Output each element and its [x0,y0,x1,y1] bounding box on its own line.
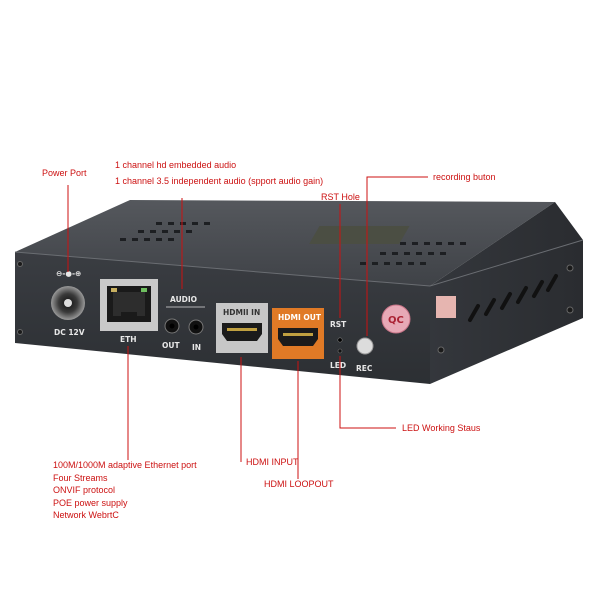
front-screw [17,329,23,335]
rec-label: REC [356,364,373,373]
eth-label: ETH [120,335,137,344]
callout-rst-hole: RST Hole [321,192,360,202]
rst-hole [337,337,343,343]
callout-ethernet-line: ONVIF protocol [53,485,116,495]
front-screw [17,261,23,267]
callout-audio-line: 1 channel 3.5 independent audio (spport … [115,175,324,186]
dc-label: DC 12V [54,328,85,337]
top-label-plate [309,226,410,244]
callout-ethernet-line: POE power supply [53,497,128,508]
hdmi-out-label: HDMI OUT [278,313,322,322]
callout-ethernet-line: 100M/1000M adaptive Ethernet port [53,460,197,470]
top-vents [120,222,466,265]
callout-ethernet: 100M/1000M adaptive Ethernet port Four S… [53,459,197,522]
callout-leader-lines [67,176,428,479]
audio-ports: AUDIO OUT IN [162,295,205,352]
device-side-panel [430,202,583,384]
side-screw [437,346,445,354]
callout-power-port: Power Port [42,168,87,178]
audio-out-label: OUT [162,341,180,350]
led-indicator [337,348,343,354]
audio-label: AUDIO [170,295,197,304]
hdmi-in-port: HDMII IN [216,303,268,353]
ethernet-port: ETH [100,279,158,344]
dc-power-port: ⊖-●-⊕ DC 12V [51,269,85,337]
audio-in-label: IN [192,343,201,352]
rec-button [356,337,374,355]
control-cluster: RST LED REC QC [330,304,411,373]
qc-pass-sticker [381,304,411,334]
callout-ethernet-line: Network WebrtC [53,510,119,520]
leader-led-status [339,356,396,429]
side-sticker [436,296,456,318]
callout-recording-button: recording buton [433,172,496,182]
led-label: LED [330,361,346,370]
callout-audio: 1 channel hd embedded audio 1 channel 3.… [115,159,323,187]
side-screw [566,306,574,314]
qc-sticker-mark: QC [388,315,404,326]
hdmi-out-port: HDMI OUT [272,308,324,359]
leader-recording-button [366,176,428,336]
side-vents [468,274,558,322]
callout-ethernet-line: Four Streams [53,472,108,483]
hdmi-in-label: HDMII IN [223,308,260,317]
callout-hdmi-input: HDMI INPUT [246,457,299,467]
callout-audio-line: 1 channel hd embedded audio [115,160,237,170]
dc-polarity-icon: ⊖-●-⊕ [56,269,81,278]
callout-hdmi-loopout: HDMI LOOPOUT [264,479,334,489]
side-screw [566,264,574,272]
callout-led-status: LED Working Staus [402,423,481,433]
rst-label: RST [330,320,347,329]
